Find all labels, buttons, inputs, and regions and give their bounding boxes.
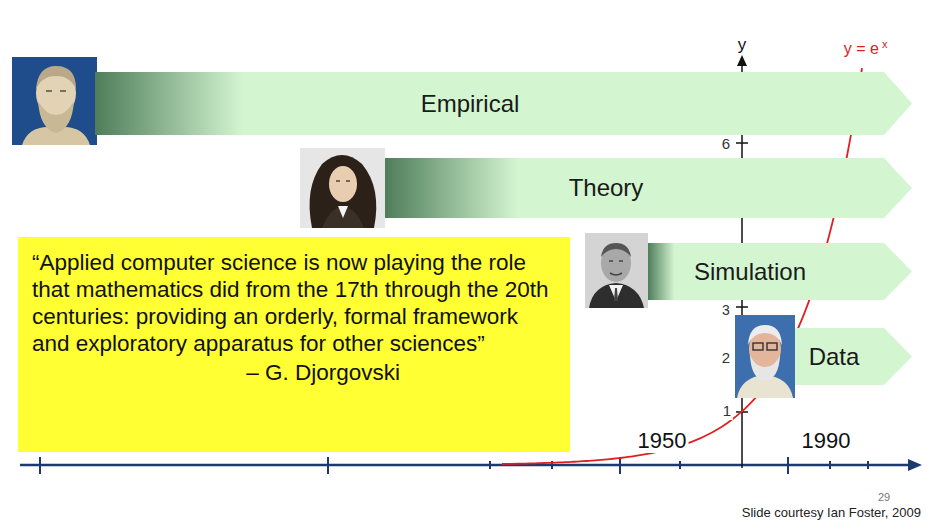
axis-arrowhead [737,55,747,66]
band-fill [95,72,912,135]
footer-note: 29 [876,491,892,503]
label-slot: 1 [721,402,733,420]
axis-label: y [736,36,749,55]
era-label: Simulation [694,258,806,286]
minor-tick [829,461,831,469]
axis-label: 1 [721,403,733,420]
portrait-cravat [338,206,348,218]
portrait-eyes [336,180,350,182]
portrait-face [329,166,357,202]
y-tick [736,142,748,144]
band-fill [385,158,912,218]
label-slot: y [736,36,749,55]
axis-label: 3 [720,303,732,318]
label-slot: 6 [720,135,732,153]
portrait-features [609,261,623,275]
quote-box: “Applied computer science is now playing… [18,237,570,452]
portrait-hair [601,243,631,257]
label-slot: 1950 [636,429,689,453]
portrait-suit [589,283,644,308]
axis-ticks [40,457,868,474]
label-slot: 29 [876,487,892,505]
portrait-wig [310,155,377,228]
footer-note: Slide courtesy Ian Foster, 2009 [740,506,923,520]
band-arrow [385,158,912,218]
portrait-hair [748,325,782,345]
minor-tick [867,461,869,469]
glasses-lens [767,343,777,350]
portrait-tie [614,288,618,301]
major-tick [619,457,621,474]
bust-beard [38,101,74,133]
major-tick [327,457,329,474]
major-tick [39,457,41,474]
axis-arrowhead [908,459,922,471]
time-axis [20,464,912,467]
label-slot: Slide courtesy Ian Foster, 2009 [740,503,923,521]
portrait-beard [750,355,780,381]
axis-label: x [880,38,890,50]
minor-tick [489,461,491,469]
bust-eyes [46,90,66,92]
y-tick [736,306,748,308]
major-tick [787,457,789,474]
label-slot: 2 [720,349,732,367]
label-slot: 1990 [800,429,853,453]
axis-label: 2 [720,350,732,367]
portrait-ground [12,57,97,145]
bust-hair [36,66,76,89]
portrait-face [601,244,631,282]
era-label: Data [809,343,860,371]
label-slot: x [880,34,890,52]
quote-text: “Applied computer science is now playing… [32,249,550,357]
era-band: Theory [385,158,912,218]
year-label: 1950 [636,429,689,453]
portrait-glasses [753,343,777,350]
era-band: Data [795,328,912,385]
aristotle-portrait [12,57,97,145]
von-neumann-portrait [585,233,648,308]
era-label: Empirical [421,90,520,118]
leibniz-portrait [300,148,385,228]
portrait-ground [300,148,385,228]
glasses-lens [753,343,763,350]
minor-tick [679,461,681,469]
portrait-ground [735,315,795,398]
gray-portrait [735,315,795,398]
era-band: Empirical [95,72,912,135]
portrait-shirt [609,285,623,301]
axis-label: y = e [842,40,881,58]
era-band: Simulation [648,243,912,300]
quote-author: – G. Djorgovski [32,359,400,386]
portrait-ground [585,233,648,308]
axis-label: 6 [720,136,732,153]
portrait-coat [322,206,364,228]
label-slot: y = e [842,40,881,58]
era-label: Theory [569,174,644,202]
band-fill [648,243,912,300]
label-slot: 3 [720,301,732,319]
band-fill [795,328,912,385]
year-label: 1990 [800,429,853,453]
